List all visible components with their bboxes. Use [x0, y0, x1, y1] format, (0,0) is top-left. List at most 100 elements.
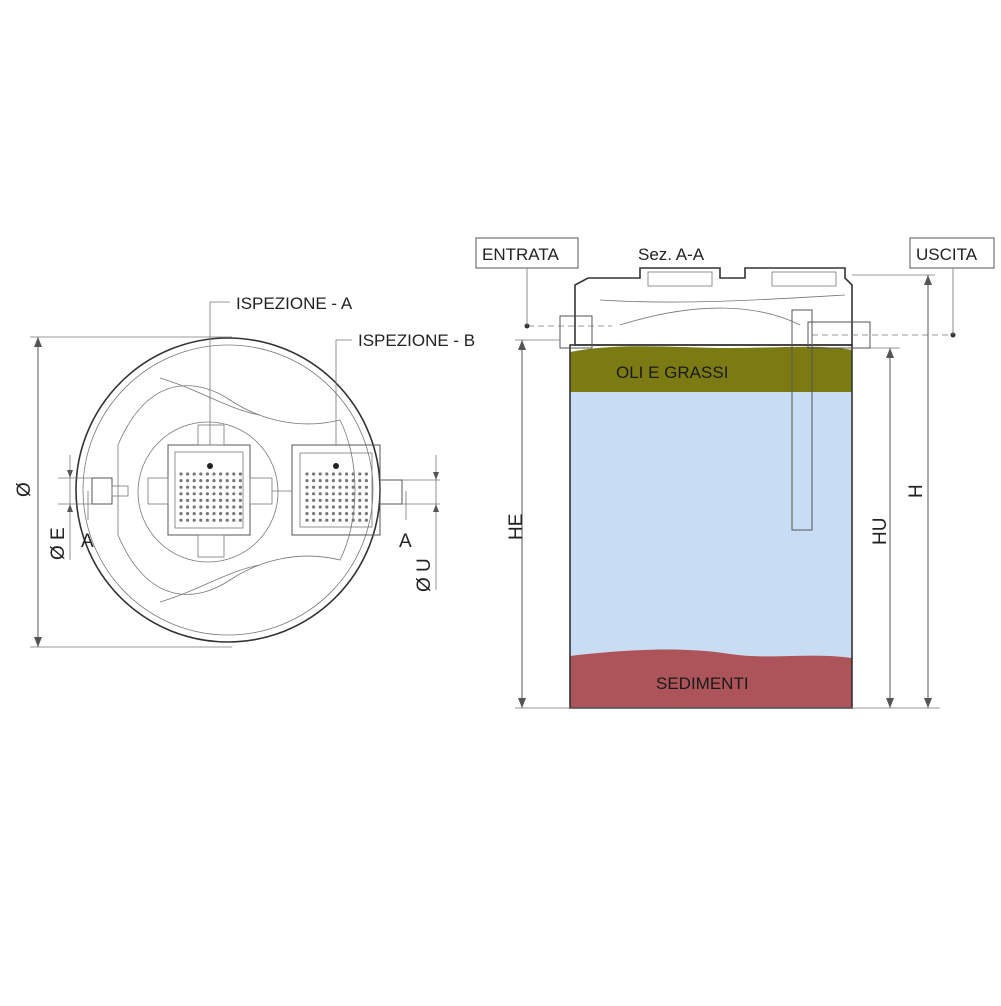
- grate-hole: [345, 511, 349, 516]
- grate-hole: [186, 498, 190, 502]
- inspection-a-tab-left: [147, 477, 169, 505]
- outlet-diameter-label: Ø U: [414, 558, 435, 592]
- grate-hole: [325, 505, 329, 509]
- grate-hole: [338, 511, 342, 516]
- grate-hole: [225, 505, 229, 509]
- grate-hole: [179, 498, 183, 502]
- grate-hole: [331, 505, 335, 509]
- grate-hole: [351, 479, 355, 483]
- inspection-b-grate: [305, 472, 368, 522]
- grate-hole: [219, 472, 223, 476]
- grate-hole: [351, 485, 355, 489]
- grate-hole: [312, 472, 316, 476]
- grate-hole: [364, 485, 368, 489]
- grate-hole: [364, 511, 368, 516]
- grate-hole: [192, 479, 196, 483]
- grate-hole: [325, 485, 329, 489]
- grate-hole: [186, 472, 190, 476]
- grate-hole: [186, 518, 190, 522]
- grate-hole: [338, 498, 342, 502]
- grate-hole: [338, 505, 342, 509]
- inspection-collar-circle: [137, 421, 279, 563]
- grate-hole: [205, 492, 209, 496]
- grate-hole: [219, 492, 223, 496]
- grate-hole: [192, 518, 196, 522]
- grate-hole: [225, 518, 229, 522]
- grate-hole: [351, 498, 355, 502]
- grate-hole: [205, 485, 209, 489]
- grate-hole: [325, 492, 329, 496]
- grate-hole: [205, 518, 209, 522]
- grate-hole: [325, 479, 329, 483]
- grate-hole: [238, 479, 242, 483]
- inner-body-shape: [117, 385, 356, 595]
- grate-hole: [364, 498, 368, 502]
- grate-hole: [225, 485, 229, 489]
- cap-contour: [599, 294, 846, 303]
- inlet-pipe: [559, 315, 593, 349]
- grate-hole: [331, 498, 335, 502]
- grate-hole: [199, 511, 203, 516]
- grate-hole: [186, 485, 190, 489]
- inspection-a-cover: [174, 451, 244, 529]
- outlet-dip-tube: [791, 309, 813, 531]
- grate-hole: [186, 479, 190, 483]
- rib-line-top: [159, 377, 261, 416]
- grate-hole: [364, 518, 368, 522]
- grate-hole: [364, 479, 368, 483]
- grate-hole: [225, 511, 229, 516]
- grate-hole: [358, 492, 362, 496]
- grate-hole: [179, 472, 183, 476]
- grate-hole: [331, 518, 335, 522]
- grate-hole: [325, 472, 329, 476]
- grate-hole: [238, 505, 242, 509]
- grate-hole: [225, 472, 229, 476]
- grate-hole: [331, 479, 335, 483]
- grate-hole: [219, 498, 223, 502]
- grate-hole: [232, 511, 236, 516]
- grate-hole: [238, 498, 242, 502]
- outlet-label: USCITA: [916, 245, 978, 264]
- grate-hole: [225, 492, 229, 496]
- h-label: H: [906, 484, 927, 498]
- grate-hole: [212, 472, 216, 476]
- grate-hole: [312, 518, 316, 522]
- outlet-label-box: [909, 237, 995, 269]
- sediment-zone: [570, 649, 852, 708]
- grate-hole: [186, 511, 190, 516]
- grate-hole: [238, 472, 242, 476]
- grate-hole: [232, 505, 236, 509]
- grate-hole: [212, 505, 216, 509]
- grate-hole: [358, 472, 362, 476]
- grate-hole: [205, 498, 209, 502]
- grate-hole: [305, 485, 309, 489]
- inlet-pipe-stub: [91, 477, 113, 505]
- grate-hole: [358, 498, 362, 502]
- grate-hole: [212, 518, 216, 522]
- grate-hole: [219, 505, 223, 509]
- grate-hole: [345, 505, 349, 509]
- tank-outline-circle: [75, 337, 381, 643]
- water-zone: [570, 392, 852, 658]
- tank-cap: [574, 267, 853, 346]
- grate-hole: [305, 492, 309, 496]
- grate-hole: [232, 479, 236, 483]
- grate-hole: [238, 511, 242, 516]
- grate-hole: [345, 498, 349, 502]
- grate-hole: [338, 518, 342, 522]
- grate-hole: [331, 472, 335, 476]
- grate-hole: [351, 492, 355, 496]
- grate-hole: [219, 479, 223, 483]
- grate-hole: [331, 492, 335, 496]
- inspection-a-leader: [209, 301, 230, 445]
- grate-hole: [192, 492, 196, 496]
- grate-hole: [199, 505, 203, 509]
- cap-cover-a: [647, 271, 713, 287]
- hu-label: HU: [870, 518, 891, 545]
- grate-hole: [192, 511, 196, 516]
- grate-hole: [364, 505, 368, 509]
- grate-hole: [305, 511, 309, 516]
- grate-hole: [331, 511, 335, 516]
- grate-hole: [345, 472, 349, 476]
